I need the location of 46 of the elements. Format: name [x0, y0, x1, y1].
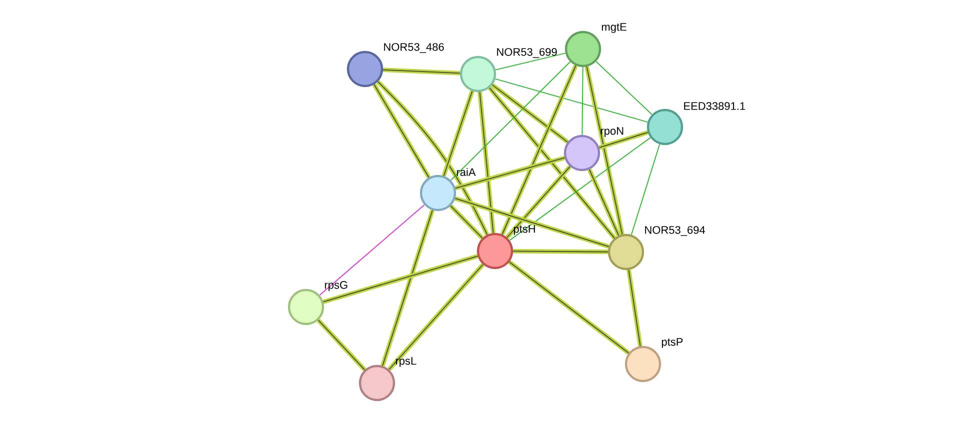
protein-node: [288, 288, 324, 326]
edge: [387, 263, 485, 371]
edge: [495, 52, 566, 70]
node-label: ptsP: [662, 338, 683, 348]
protein-node: [608, 234, 644, 270]
protein-node: [564, 30, 602, 68]
edge: [505, 165, 572, 239]
edge: [450, 61, 571, 181]
edge: [442, 90, 474, 177]
edge: [372, 83, 431, 179]
edge: [322, 254, 478, 304]
protein-node: [420, 174, 456, 212]
node-label: NOR53_694: [645, 226, 706, 236]
edge: [596, 60, 652, 116]
node-label: mgtE: [602, 23, 626, 33]
edge: [454, 156, 566, 190]
node-label: NOR53_699: [497, 48, 557, 58]
protein-node: [646, 108, 684, 146]
protein-node: [358, 364, 396, 402]
edge: [316, 318, 366, 372]
protein-node: [460, 56, 496, 92]
edge: [454, 196, 610, 249]
edge: [380, 210, 435, 366]
edge: [478, 92, 496, 234]
edge: [488, 86, 616, 240]
edge: [587, 168, 621, 236]
edge: [508, 260, 630, 355]
edge: [584, 66, 624, 235]
edge: [626, 269, 642, 347]
protein-node: [476, 232, 514, 270]
edge: [491, 83, 569, 144]
edge: [319, 204, 425, 296]
edge: [494, 78, 648, 123]
node-label: NOR53_486: [384, 43, 444, 53]
protein-node: [346, 50, 384, 88]
edge: [376, 80, 490, 236]
edge: [630, 144, 660, 236]
protein-node: [624, 346, 662, 382]
edge: [512, 248, 608, 254]
edge: [500, 64, 578, 236]
protein-node: [564, 134, 600, 172]
edge: [582, 66, 584, 136]
edge: [509, 137, 651, 241]
edge: [382, 68, 460, 76]
node-label: EED33891.1: [684, 102, 746, 110]
edge: [449, 204, 484, 240]
